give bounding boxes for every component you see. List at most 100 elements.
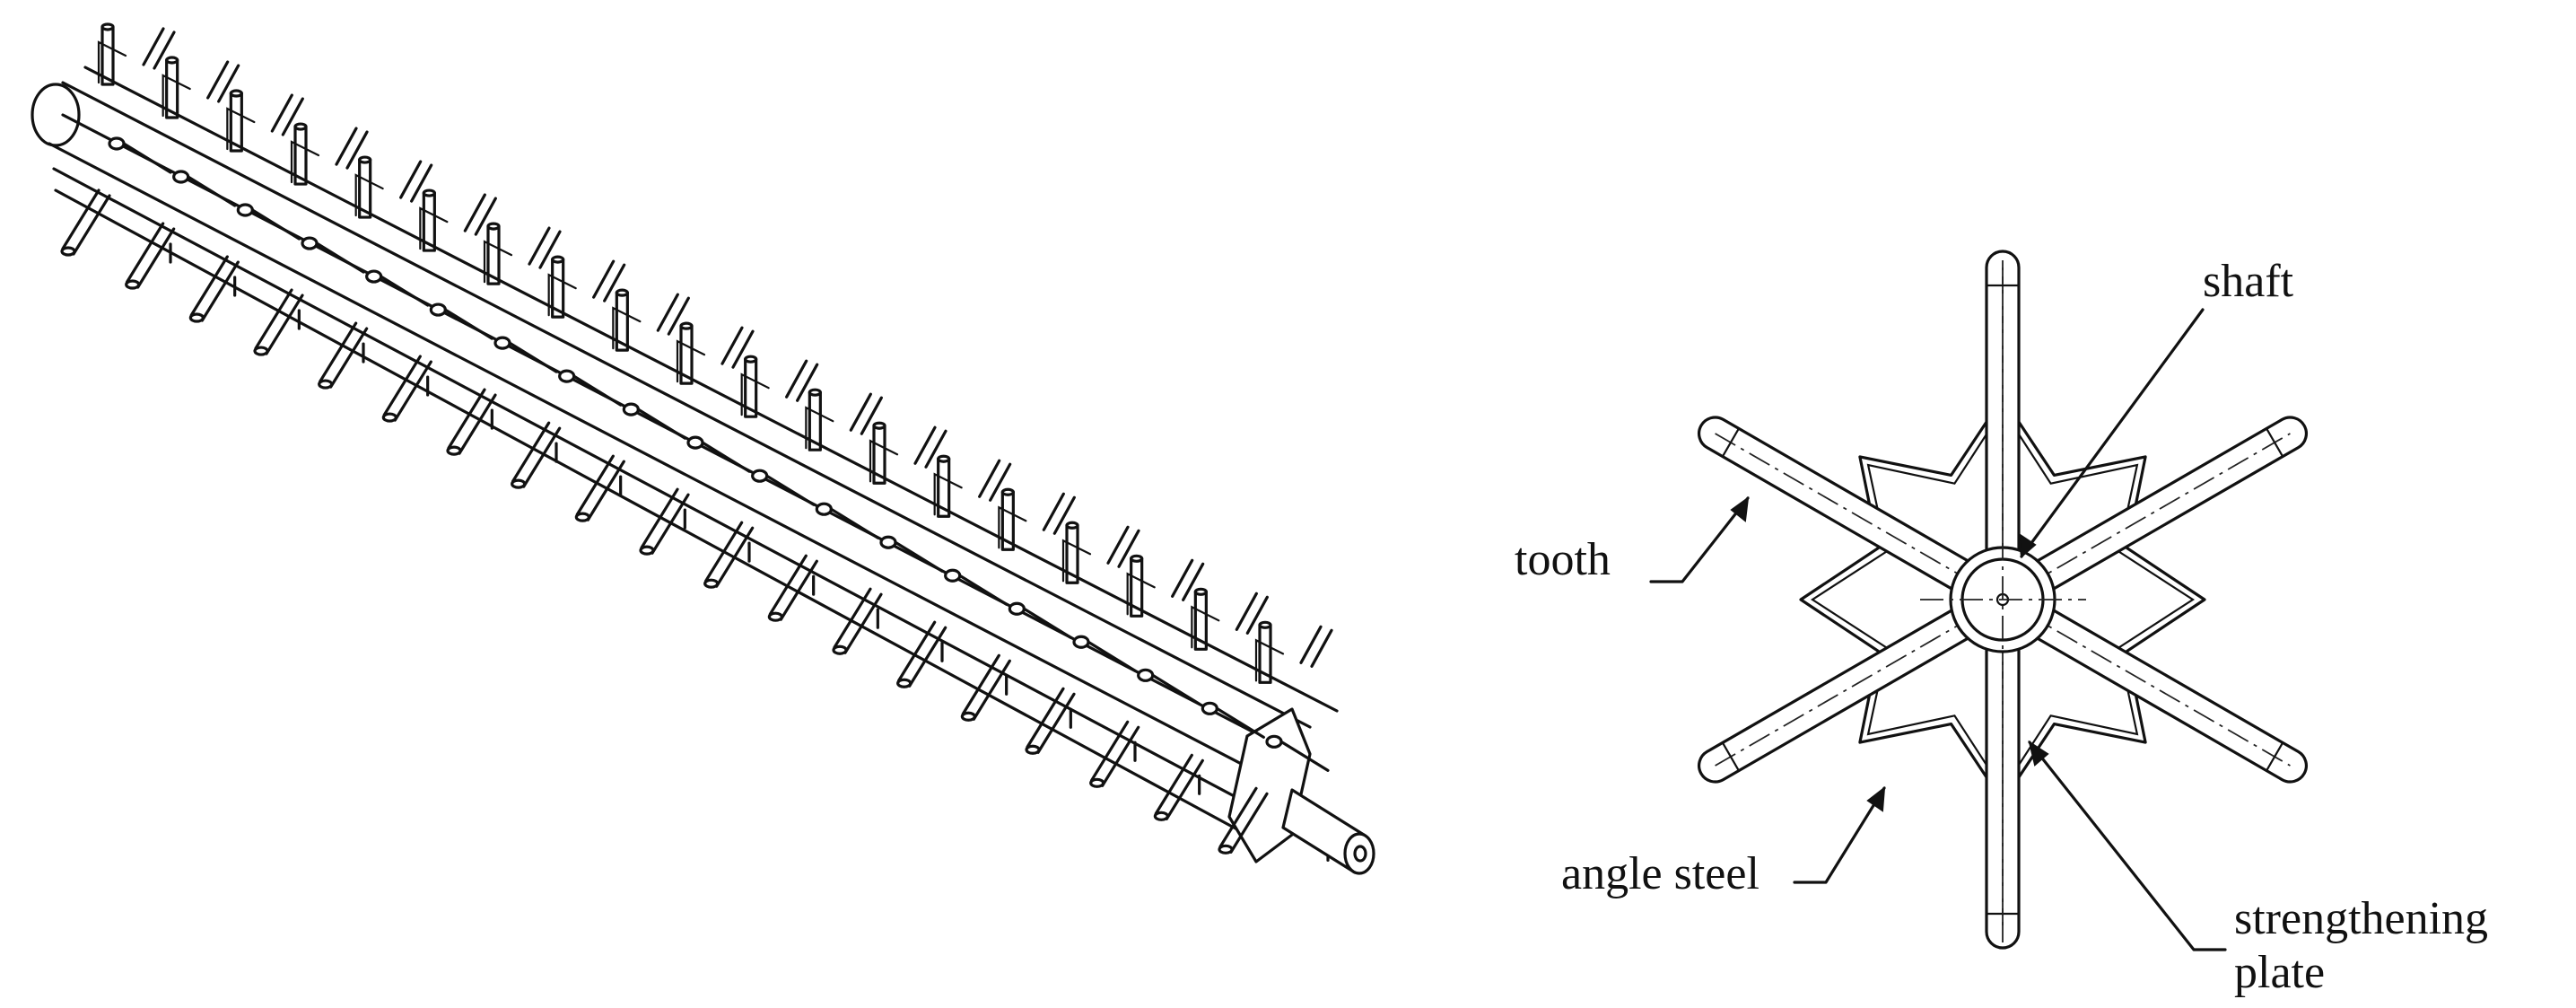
- brace: [187, 175, 237, 207]
- back-tooth-tip: [937, 454, 951, 463]
- front-tooth-edge: [779, 559, 818, 621]
- front-tooth-edge: [265, 294, 304, 355]
- brace: [122, 142, 172, 174]
- leader-angle-steel: [1793, 785, 1886, 884]
- back-tooth-tip: [1193, 587, 1208, 596]
- top-flange-segment: [354, 173, 384, 217]
- front-tooth: [961, 653, 1000, 715]
- back-tooth-tip: [100, 22, 115, 31]
- tooth-root: [558, 369, 576, 383]
- top-flange-segment: [1126, 572, 1156, 616]
- brace: [380, 275, 430, 307]
- front-tooth-edge: [1036, 692, 1076, 754]
- front-tooth-tip: [960, 711, 976, 722]
- brace: [508, 341, 558, 373]
- slanted-tooth: [463, 193, 486, 232]
- front-tooth-tip: [1025, 744, 1041, 755]
- top-flange-segment: [162, 74, 191, 118]
- brace: [572, 374, 623, 407]
- front-tooth-tip: [1218, 844, 1234, 855]
- slanted-tooth-edge: [860, 396, 883, 435]
- tooth-root: [1265, 734, 1283, 749]
- front-tooth-edge: [458, 393, 497, 455]
- front-tooth-edge: [1101, 725, 1140, 787]
- angle-steel-bar-bottom: [48, 142, 1276, 783]
- back-tooth-tip: [358, 155, 372, 164]
- slanted-tooth-edge: [731, 329, 755, 369]
- roller-body: [31, 66, 1375, 875]
- tooth-root: [429, 302, 447, 317]
- slanted-tooth: [1171, 558, 1194, 598]
- front-tooth-tip: [318, 379, 334, 390]
- front-tooth-tip: [1089, 777, 1105, 788]
- slanted-tooth-edge: [1182, 562, 1205, 601]
- slanted-tooth-edge: [217, 64, 240, 103]
- shaft-label: shaft: [2203, 256, 2294, 307]
- slanted-tooth: [978, 459, 1001, 498]
- top-flange-segment: [483, 240, 513, 284]
- tooth-root: [1008, 601, 1026, 616]
- slanted-tooth-edge: [924, 429, 947, 469]
- front-tooth-tip: [574, 512, 590, 522]
- front-tooth-tip: [1153, 811, 1169, 821]
- brace: [1022, 607, 1072, 639]
- front-tooth: [704, 521, 744, 583]
- tooth-end-cap: [2266, 427, 2284, 458]
- brace: [701, 441, 751, 473]
- front-tooth: [61, 188, 100, 250]
- top-flange-segment: [805, 406, 834, 450]
- angle-steel-lower-flange: [52, 167, 1258, 810]
- tooth-root: [1072, 635, 1090, 649]
- slanted-tooth-edge: [538, 230, 562, 269]
- top-flange-segment: [547, 273, 577, 317]
- left-shaft-end: [31, 83, 81, 147]
- end-view-of-roller: shaft tooth angle steel strengthening pl…: [1515, 250, 2488, 998]
- front-tooth-tip: [125, 279, 141, 290]
- top-flange-segment: [419, 206, 449, 250]
- strengthening-label-line2: plate: [2234, 947, 2325, 998]
- front-tooth: [1090, 720, 1130, 782]
- slanted-tooth: [1235, 592, 1258, 631]
- back-tooth-tip: [1000, 487, 1015, 496]
- slanted-tooth: [1106, 525, 1130, 565]
- front-teeth-row: [60, 136, 1283, 855]
- front-tooth-edge: [1229, 792, 1269, 854]
- front-tooth-edge: [522, 426, 562, 488]
- front-tooth: [833, 587, 872, 649]
- slanted-tooth-edge: [1052, 495, 1076, 535]
- back-tooth-tip: [808, 388, 822, 397]
- front-tooth-tip: [60, 246, 76, 257]
- brace: [1279, 740, 1330, 772]
- back-teeth-row: [100, 22, 1333, 684]
- slanted-tooth-edge: [1245, 595, 1269, 635]
- tooth-end-cap: [1721, 741, 1740, 772]
- top-flange-segment: [1061, 539, 1092, 583]
- slanted-tooth-edge: [796, 363, 819, 402]
- back-tooth-tip: [679, 321, 694, 330]
- slanted-tooth-edge: [667, 296, 690, 336]
- back-tooth-tip: [165, 56, 179, 65]
- front-tooth: [575, 454, 615, 516]
- front-tooth-edge: [586, 460, 625, 522]
- front-tooth-tip: [639, 545, 655, 556]
- front-tooth: [1218, 786, 1258, 848]
- front-tooth-edge: [1165, 758, 1204, 820]
- right-end-plate: [1227, 707, 1312, 863]
- slanted-tooth: [142, 27, 165, 66]
- back-tooth-tip: [1258, 620, 1272, 629]
- tooth-label: tooth: [1515, 534, 1611, 585]
- tooth-root: [236, 203, 254, 217]
- leader-tooth: [1649, 495, 1750, 583]
- front-tooth-edge: [329, 327, 369, 389]
- slanted-tooth: [206, 60, 230, 100]
- brace: [894, 540, 944, 573]
- slanted-tooth: [592, 259, 616, 299]
- top-flange-segment: [1254, 638, 1285, 682]
- top-flange-segment: [226, 107, 256, 151]
- slanted-tooth: [335, 127, 358, 166]
- slanted-tooth-edge: [410, 163, 433, 203]
- tooth-root: [686, 435, 704, 450]
- brace: [1215, 706, 1265, 739]
- back-tooth-tip: [486, 222, 501, 231]
